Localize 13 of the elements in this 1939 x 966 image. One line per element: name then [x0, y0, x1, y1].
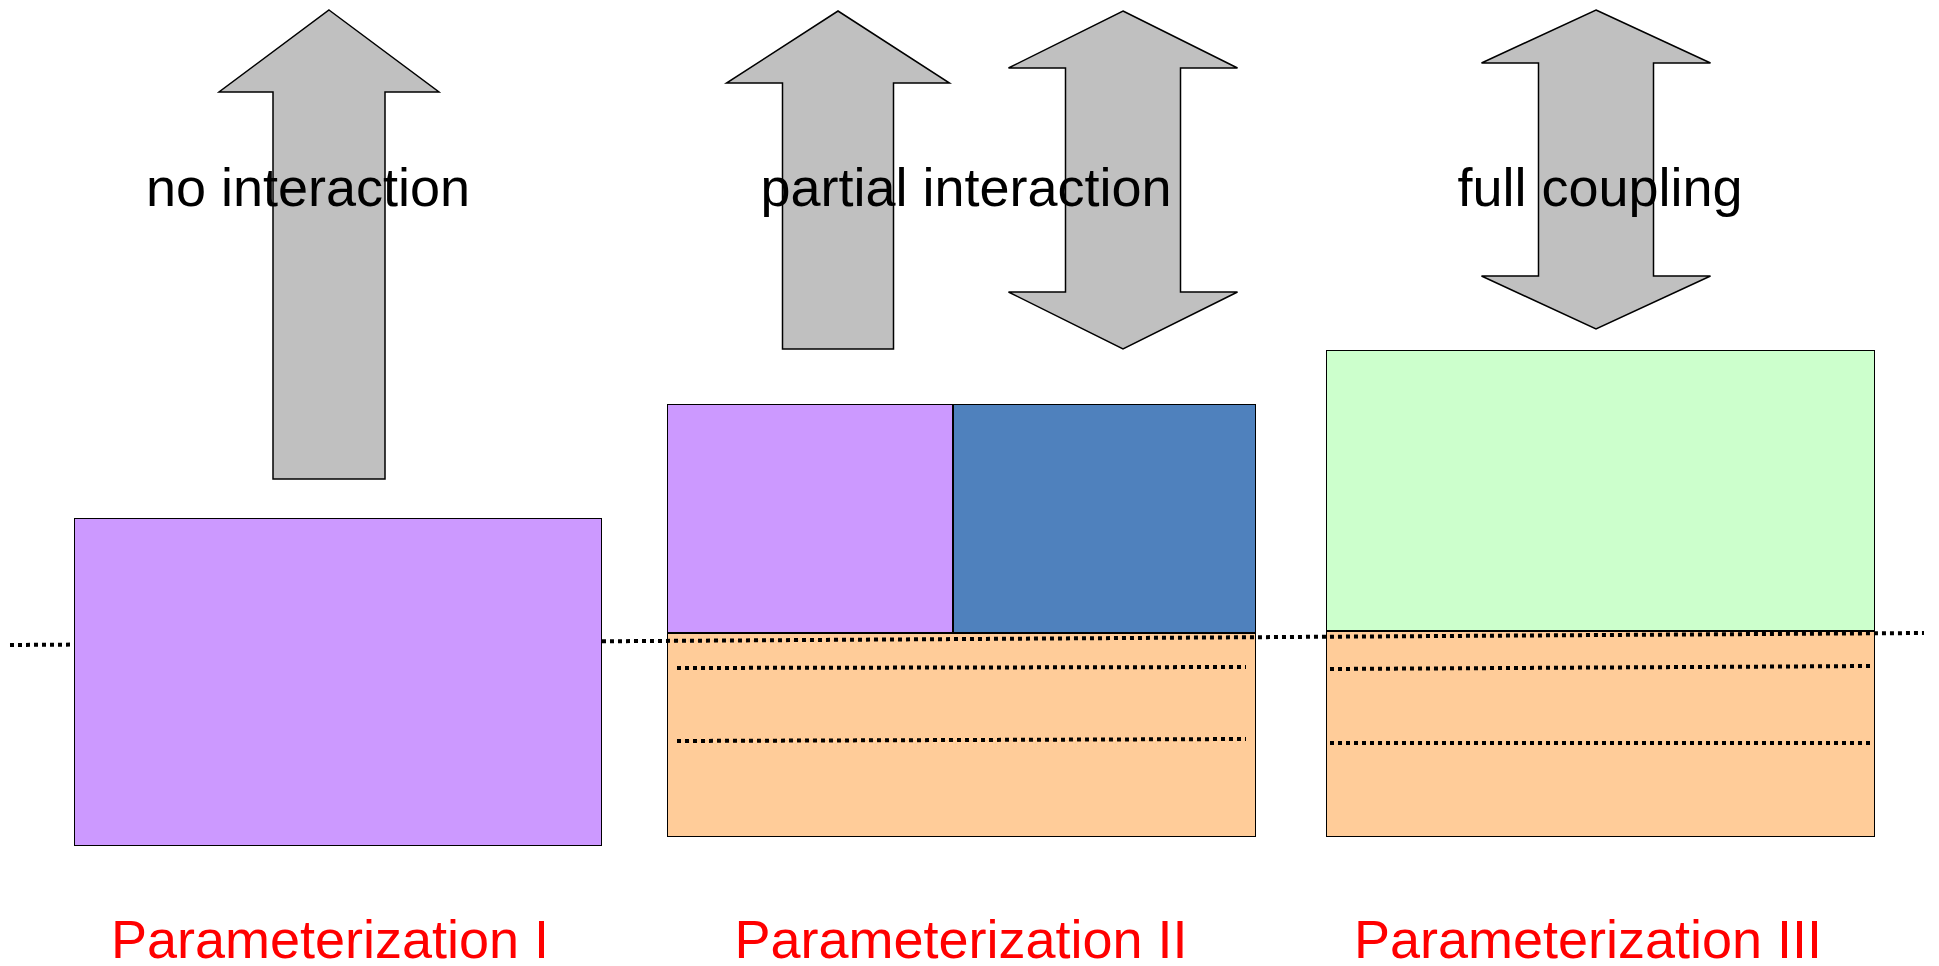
double-block-arrow: [1007, 10, 1239, 350]
double-block-arrow: [1480, 9, 1712, 330]
layer-box: [667, 404, 953, 633]
layer-box: [953, 404, 1256, 633]
scheme-label: Parameterization III: [1353, 912, 1823, 966]
scheme-label: Parameterization I: [110, 912, 550, 966]
layered-ground-box: [1326, 631, 1875, 837]
layer-box: [74, 518, 602, 846]
scheme-label: Parameterization II: [734, 912, 1188, 966]
block-arrow: [216, 9, 442, 480]
block-arrow: [723, 10, 953, 350]
layer-box: [1326, 350, 1875, 631]
layered-ground-box: [667, 633, 1256, 837]
